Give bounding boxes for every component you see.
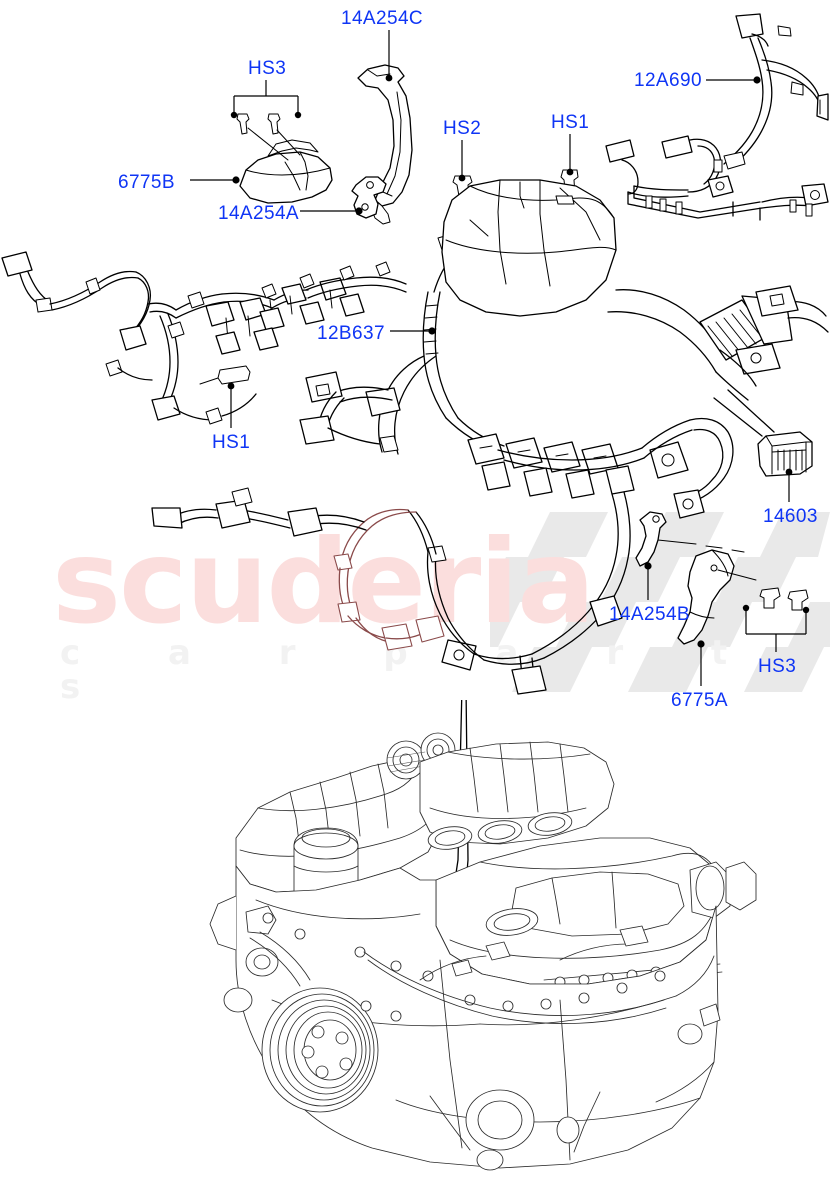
callout-label-14603[interactable]: 14603 bbox=[763, 506, 818, 527]
callout-label-14A254C[interactable]: 14A254C bbox=[341, 8, 424, 29]
callout-label-HS3-lower[interactable]: HS3 bbox=[758, 656, 797, 677]
callout-label-HS1-top[interactable]: HS1 bbox=[551, 112, 590, 133]
callout-label-6775A[interactable]: 6775A bbox=[671, 690, 728, 711]
callout-label-14A254A[interactable]: 14A254A bbox=[218, 203, 299, 224]
callout-label-12A690[interactable]: 12A690 bbox=[634, 70, 702, 91]
part-6775B-cover bbox=[239, 139, 333, 204]
part-12A690-coil-harness bbox=[605, 13, 829, 221]
part-left-injector-harness bbox=[1, 251, 407, 425]
part-14603-connector bbox=[713, 389, 813, 477]
crankshaft-pulley bbox=[261, 987, 379, 1113]
callout-label-HS2[interactable]: HS2 bbox=[443, 118, 482, 139]
part-12B637-engine-harness bbox=[151, 179, 829, 695]
part-6775A-cover bbox=[677, 549, 757, 645]
callout-label-12B637[interactable]: 12B637 bbox=[317, 323, 385, 344]
callout-label-14A254B[interactable]: 14A254B bbox=[609, 604, 690, 625]
part-HS3-fasteners-upper bbox=[236, 113, 301, 161]
part-HS1-fastener-left bbox=[199, 365, 251, 385]
part-HS3-fasteners-lower bbox=[759, 587, 809, 611]
engine-assembly-v8 bbox=[209, 700, 757, 1171]
callout-label-HS3-upper[interactable]: HS3 bbox=[248, 58, 287, 79]
callout-label-6775B[interactable]: 6775B bbox=[118, 172, 175, 193]
intake-runners bbox=[427, 812, 573, 850]
callout-label-HS1-left[interactable]: HS1 bbox=[212, 432, 251, 453]
